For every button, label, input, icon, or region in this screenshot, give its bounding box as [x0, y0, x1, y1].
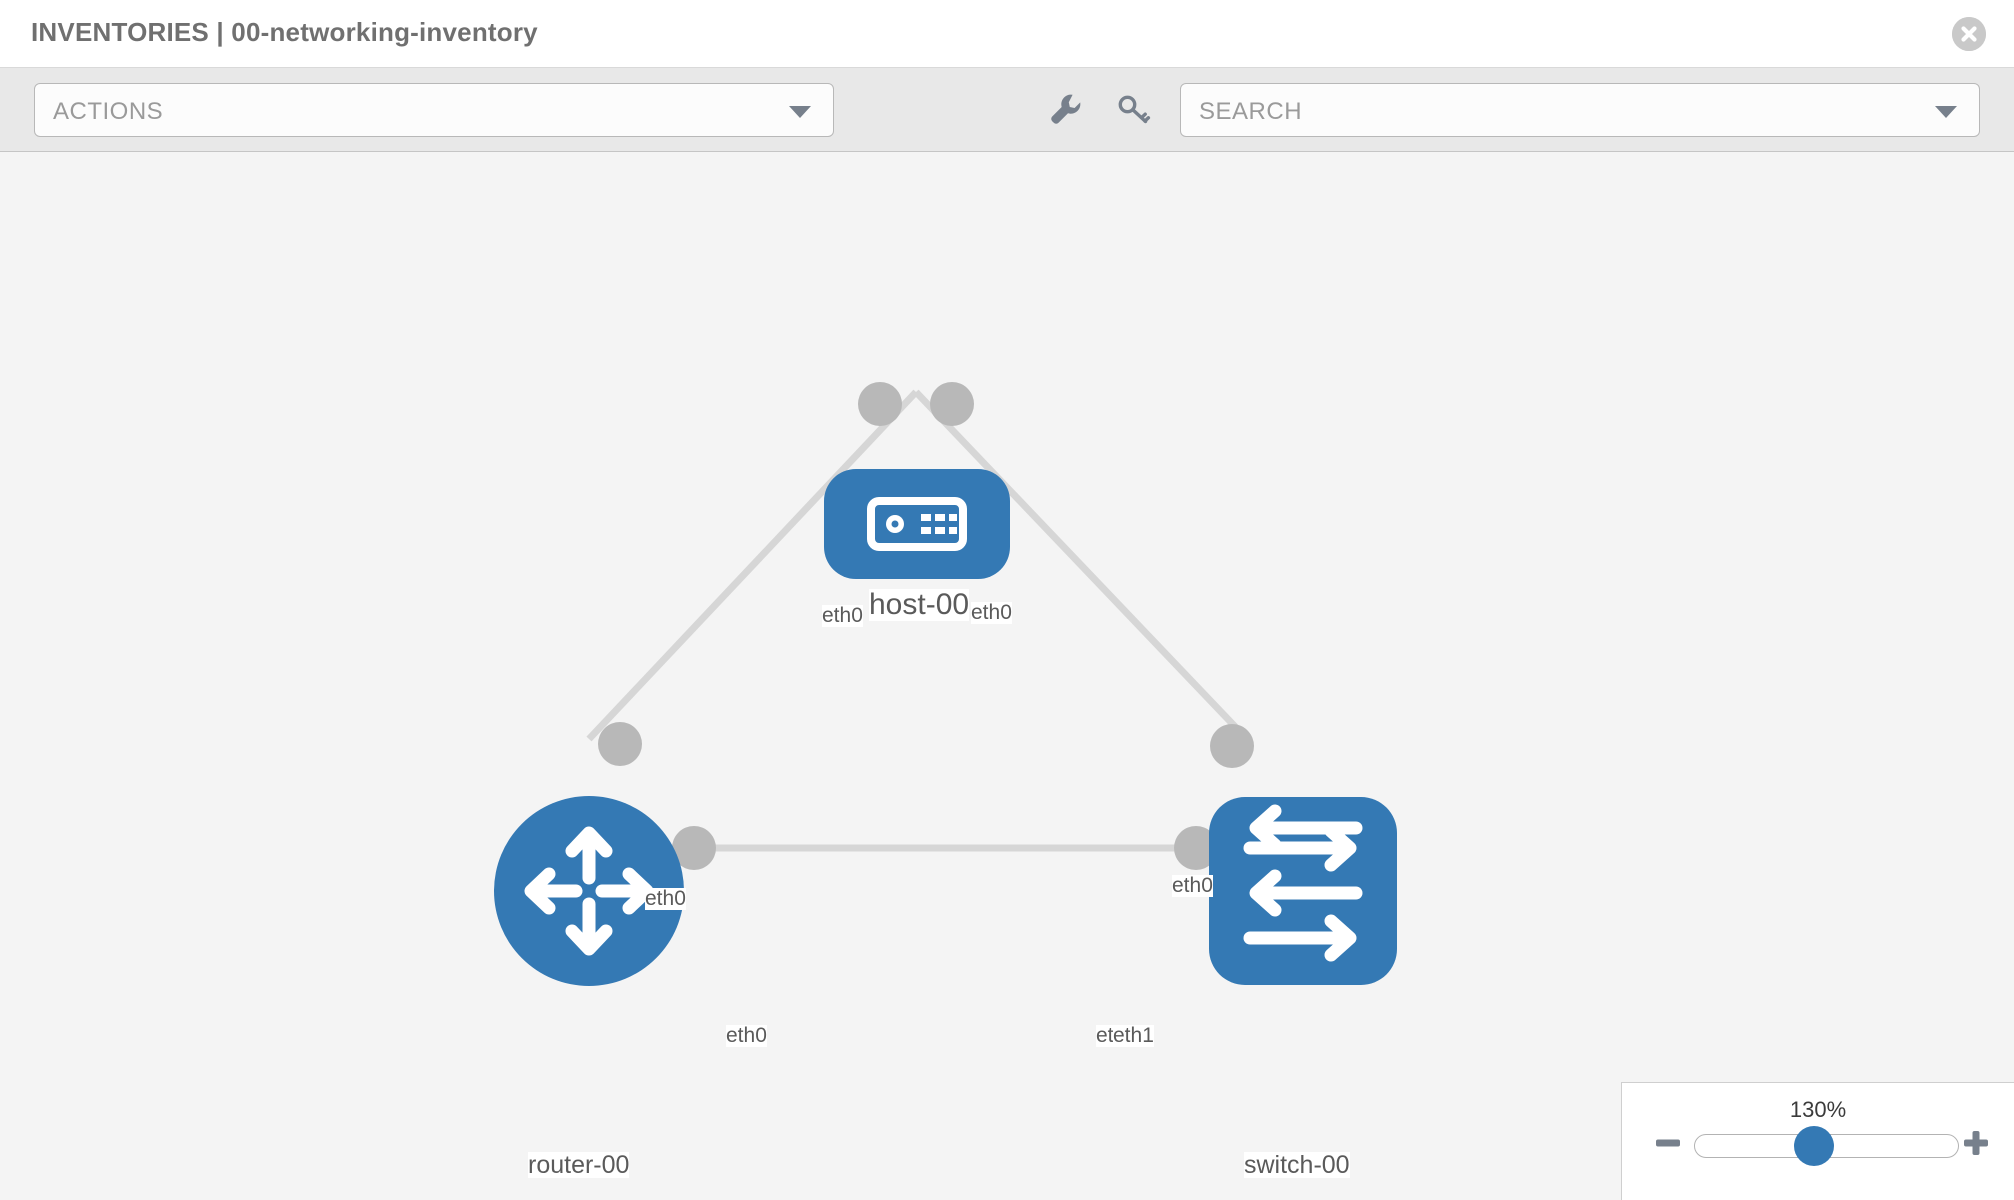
endpoint-switch-left	[1174, 826, 1218, 870]
node-label-host-00[interactable]: host-00	[869, 588, 970, 621]
topology-links	[586, 389, 1250, 852]
switch-arrows-icon	[1243, 804, 1363, 962]
node-host-00[interactable]	[824, 469, 1010, 579]
chevron-down-icon	[789, 106, 811, 118]
zoom-percent-label: 130%	[1789, 1097, 1847, 1122]
link-endpoints	[598, 382, 1254, 870]
page-header: INVENTORIES | 00-networking-inventory	[0, 0, 2014, 68]
search-input[interactable]: SEARCH	[1180, 83, 1980, 137]
interface-label-eth1[interactable]: eth1	[1113, 1024, 1154, 1048]
zoom-control-panel: 130%	[1621, 1082, 2014, 1200]
interface-label-eth0[interactable]: eth0	[1172, 874, 1213, 898]
endpoint-switch-up	[1210, 724, 1254, 768]
interface-label-eth0[interactable]: eth0	[726, 1024, 767, 1048]
page-title: INVENTORIES | 00-networking-inventory	[31, 17, 538, 47]
link-host-router	[586, 389, 919, 742]
node-label-switch-00[interactable]: switch-00	[1244, 1151, 1350, 1179]
interface-label-eth0[interactable]: eth0	[971, 601, 1012, 625]
interface-label-eth0[interactable]: eth0	[645, 887, 686, 911]
chevron-down-icon[interactable]	[1935, 106, 1957, 118]
endpoint-router-up	[598, 722, 642, 766]
router-arrows-icon	[524, 826, 654, 956]
endpoint-host-left	[858, 382, 902, 426]
wrench-icon[interactable]	[1047, 90, 1085, 128]
actions-dropdown[interactable]: ACTIONS	[34, 83, 834, 137]
node-label-router-00[interactable]: router-00	[528, 1151, 630, 1179]
endpoint-router-right	[672, 826, 716, 870]
topology-canvas[interactable]: host-00 router-00 switch-00 eth0 eth0 et…	[0, 152, 2014, 1200]
node-router-00[interactable]	[494, 796, 684, 986]
plus-icon[interactable]	[1960, 1127, 1992, 1164]
interface-label-eth0[interactable]: eth0	[822, 604, 863, 628]
close-icon[interactable]	[1952, 17, 1986, 51]
link-host-switch	[913, 389, 1248, 740]
server-icon	[867, 497, 967, 551]
minus-icon[interactable]	[1652, 1127, 1684, 1164]
node-switch-00[interactable]	[1209, 797, 1397, 985]
topology-graph	[494, 382, 1397, 986]
endpoint-host-right	[930, 382, 974, 426]
zoom-slider-thumb[interactable]	[1794, 1126, 1834, 1166]
key-icon[interactable]	[1114, 90, 1152, 128]
toolbar: ACTIONS SEARCH	[0, 68, 2014, 152]
search-placeholder: SEARCH	[1199, 98, 1303, 125]
actions-dropdown-label: ACTIONS	[53, 98, 164, 125]
